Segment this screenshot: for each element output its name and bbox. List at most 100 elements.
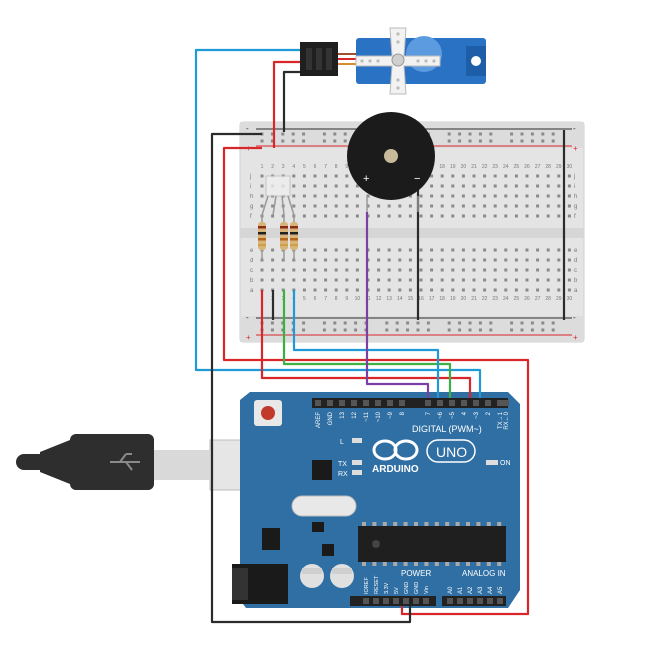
breadboard-hole[interactable]	[302, 248, 306, 252]
header-pin[interactable]	[315, 400, 321, 406]
rail-hole[interactable]	[302, 139, 306, 143]
breadboard-hole[interactable]	[461, 278, 465, 282]
breadboard-hole[interactable]	[430, 278, 434, 282]
breadboard-hole[interactable]	[451, 174, 455, 178]
breadboard-hole[interactable]	[557, 268, 561, 272]
breadboard-hole[interactable]	[451, 258, 455, 262]
breadboard-hole[interactable]	[271, 214, 275, 218]
breadboard-hole[interactable]	[292, 184, 296, 188]
header-pin[interactable]	[423, 598, 429, 604]
rail-hole[interactable]	[322, 328, 326, 332]
rail-hole[interactable]	[395, 321, 399, 325]
rail-hole[interactable]	[333, 328, 337, 332]
breadboard-hole[interactable]	[557, 258, 561, 262]
breadboard-hole[interactable]	[472, 288, 476, 292]
breadboard-hole[interactable]	[567, 204, 571, 208]
rail-hole[interactable]	[447, 132, 451, 136]
rail-hole[interactable]	[551, 328, 555, 332]
breadboard-hole[interactable]	[313, 278, 317, 282]
breadboard-hole[interactable]	[313, 268, 317, 272]
rail-hole[interactable]	[302, 132, 306, 136]
breadboard-hole[interactable]	[292, 174, 296, 178]
rail-hole[interactable]	[447, 328, 451, 332]
breadboard-hole[interactable]	[302, 194, 306, 198]
rail-hole[interactable]	[551, 139, 555, 143]
breadboard-hole[interactable]	[557, 174, 561, 178]
breadboard-hole[interactable]	[355, 278, 359, 282]
breadboard-hole[interactable]	[398, 248, 402, 252]
breadboard-hole[interactable]	[377, 204, 381, 208]
breadboard-hole[interactable]	[281, 258, 285, 262]
breadboard-hole[interactable]	[292, 194, 296, 198]
breadboard-hole[interactable]	[324, 258, 328, 262]
rail-hole[interactable]	[343, 132, 347, 136]
breadboard-hole[interactable]	[440, 248, 444, 252]
breadboard-hole[interactable]	[451, 288, 455, 292]
rail-hole[interactable]	[270, 139, 274, 143]
breadboard-hole[interactable]	[483, 258, 487, 262]
breadboard-hole[interactable]	[440, 258, 444, 262]
breadboard-hole[interactable]	[419, 194, 423, 198]
breadboard-hole[interactable]	[302, 204, 306, 208]
rail-hole[interactable]	[406, 321, 410, 325]
breadboard-hole[interactable]	[483, 288, 487, 292]
rail-hole[interactable]	[520, 132, 524, 136]
breadboard-hole[interactable]	[493, 268, 497, 272]
rail-hole[interactable]	[510, 139, 514, 143]
breadboard-hole[interactable]	[472, 194, 476, 198]
rail-hole[interactable]	[551, 132, 555, 136]
breadboard-hole[interactable]	[567, 258, 571, 262]
rail-hole[interactable]	[281, 321, 285, 325]
header-pin[interactable]	[503, 400, 509, 406]
rail-hole[interactable]	[468, 321, 472, 325]
breadboard-hole[interactable]	[504, 248, 508, 252]
breadboard-hole[interactable]	[546, 174, 550, 178]
breadboard-hole[interactable]	[557, 204, 561, 208]
breadboard-hole[interactable]	[324, 278, 328, 282]
header-pin[interactable]	[487, 598, 493, 604]
breadboard-hole[interactable]	[451, 268, 455, 272]
breadboard-hole[interactable]	[493, 174, 497, 178]
rail-hole[interactable]	[520, 321, 524, 325]
rail-hole[interactable]	[447, 139, 451, 143]
breadboard-hole[interactable]	[355, 268, 359, 272]
breadboard-hole[interactable]	[345, 204, 349, 208]
breadboard-hole[interactable]	[377, 288, 381, 292]
breadboard-hole[interactable]	[408, 268, 412, 272]
breadboard-hole[interactable]	[260, 268, 264, 272]
rail-hole[interactable]	[478, 328, 482, 332]
breadboard-hole[interactable]	[302, 288, 306, 292]
header-pin[interactable]	[461, 400, 467, 406]
rail-hole[interactable]	[343, 321, 347, 325]
breadboard-hole[interactable]	[355, 248, 359, 252]
breadboard-hole[interactable]	[355, 288, 359, 292]
breadboard-hole[interactable]	[313, 214, 317, 218]
breadboard-hole[interactable]	[514, 214, 518, 218]
breadboard-hole[interactable]	[334, 204, 338, 208]
breadboard-hole[interactable]	[366, 194, 370, 198]
breadboard-hole[interactable]	[387, 278, 391, 282]
breadboard-hole[interactable]	[440, 194, 444, 198]
breadboard-hole[interactable]	[345, 174, 349, 178]
breadboard-hole[interactable]	[451, 248, 455, 252]
breadboard-hole[interactable]	[313, 174, 317, 178]
breadboard-hole[interactable]	[525, 248, 529, 252]
rail-hole[interactable]	[291, 139, 295, 143]
header-pin[interactable]	[387, 400, 393, 406]
breadboard-hole[interactable]	[546, 268, 550, 272]
rail-hole[interactable]	[354, 328, 358, 332]
breadboard-hole[interactable]	[398, 258, 402, 262]
breadboard-hole[interactable]	[408, 214, 412, 218]
rail-hole[interactable]	[260, 139, 264, 143]
breadboard-hole[interactable]	[483, 174, 487, 178]
breadboard-hole[interactable]	[430, 258, 434, 262]
breadboard-hole[interactable]	[271, 248, 275, 252]
breadboard-hole[interactable]	[557, 288, 561, 292]
breadboard-hole[interactable]	[493, 248, 497, 252]
breadboard-hole[interactable]	[483, 214, 487, 218]
breadboard-hole[interactable]	[302, 278, 306, 282]
breadboard-hole[interactable]	[536, 204, 540, 208]
breadboard-hole[interactable]	[345, 184, 349, 188]
rail-hole[interactable]	[343, 139, 347, 143]
breadboard-hole[interactable]	[313, 248, 317, 252]
